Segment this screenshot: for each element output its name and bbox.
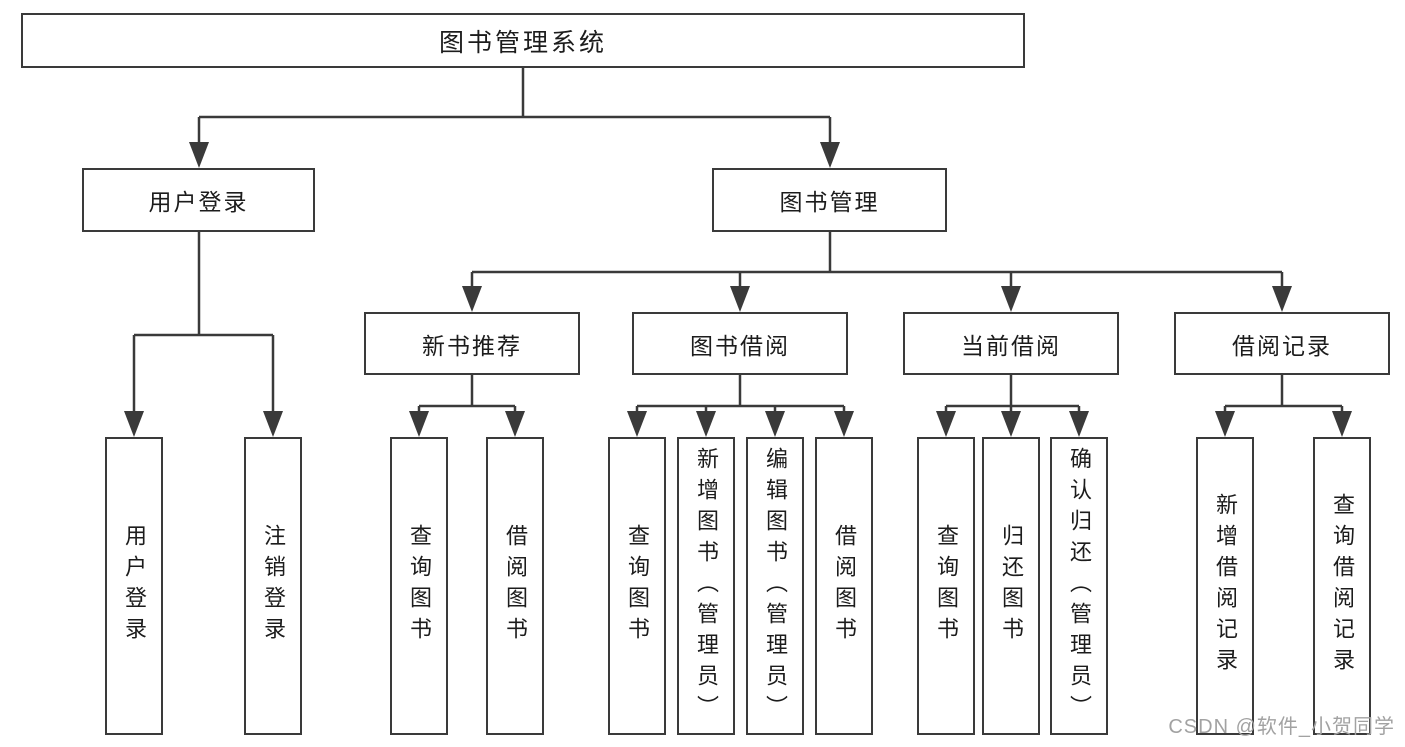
node-book-borrow: 图书借阅 xyxy=(632,312,848,375)
node-library-system: 图书管理系统 xyxy=(21,13,1025,68)
leaf-query-borrow-record: 查询借阅记录 xyxy=(1313,437,1371,735)
node-label: 用户登录 xyxy=(148,189,249,215)
node-label: 图书借阅 xyxy=(690,332,790,359)
node-current-borrow: 当前借阅 xyxy=(903,312,1119,375)
node-label: 新增借阅记录 xyxy=(1213,493,1238,679)
node-label: 查询图书 xyxy=(934,524,959,648)
leaf-confirm-return-admin: 确认归还（管理员） xyxy=(1050,437,1108,735)
leaf-query-books-2: 查询图书 xyxy=(608,437,666,735)
leaf-add-borrow-record: 新增借阅记录 xyxy=(1196,437,1254,735)
node-new-book-recommend: 新书推荐 xyxy=(364,312,580,375)
node-label: 注销登录 xyxy=(261,524,286,648)
node-user-login: 用户登录 xyxy=(82,168,315,232)
leaf-return-books: 归还图书 xyxy=(982,437,1040,735)
node-label: 借阅记录 xyxy=(1232,332,1332,359)
node-label: 编辑图书（管理员） xyxy=(763,446,788,726)
node-label: 图书管理 xyxy=(779,189,880,215)
node-label: 借阅图书 xyxy=(832,524,857,648)
leaf-user-login: 用户登录 xyxy=(105,437,163,735)
node-label: 查询借阅记录 xyxy=(1330,493,1355,679)
leaf-edit-books-admin: 编辑图书（管理员） xyxy=(746,437,804,735)
leaf-query-books-1: 查询图书 xyxy=(390,437,448,735)
node-label: 新书推荐 xyxy=(422,332,522,359)
leaf-borrow-books-2: 借阅图书 xyxy=(815,437,873,735)
node-label: 查询图书 xyxy=(407,524,432,648)
node-label: 当前借阅 xyxy=(961,332,1061,359)
node-label: 用户登录 xyxy=(122,524,147,648)
node-label: 确认归还（管理员） xyxy=(1067,446,1092,726)
node-borrow-records: 借阅记录 xyxy=(1174,312,1390,375)
node-label: 借阅图书 xyxy=(503,524,528,648)
csdn-watermark: CSDN @软件_小贺同学 xyxy=(1168,716,1395,738)
node-label: 归还图书 xyxy=(999,524,1024,648)
leaf-borrow-books-1: 借阅图书 xyxy=(486,437,544,735)
node-label: 图书管理系统 xyxy=(438,28,607,57)
node-label: 新增图书（管理员） xyxy=(694,446,719,726)
node-label: 查询图书 xyxy=(625,524,650,648)
leaf-logout: 注销登录 xyxy=(244,437,302,735)
leaf-add-books-admin: 新增图书（管理员） xyxy=(677,437,735,735)
node-book-management: 图书管理 xyxy=(712,168,947,232)
leaf-query-books-3: 查询图书 xyxy=(917,437,975,735)
